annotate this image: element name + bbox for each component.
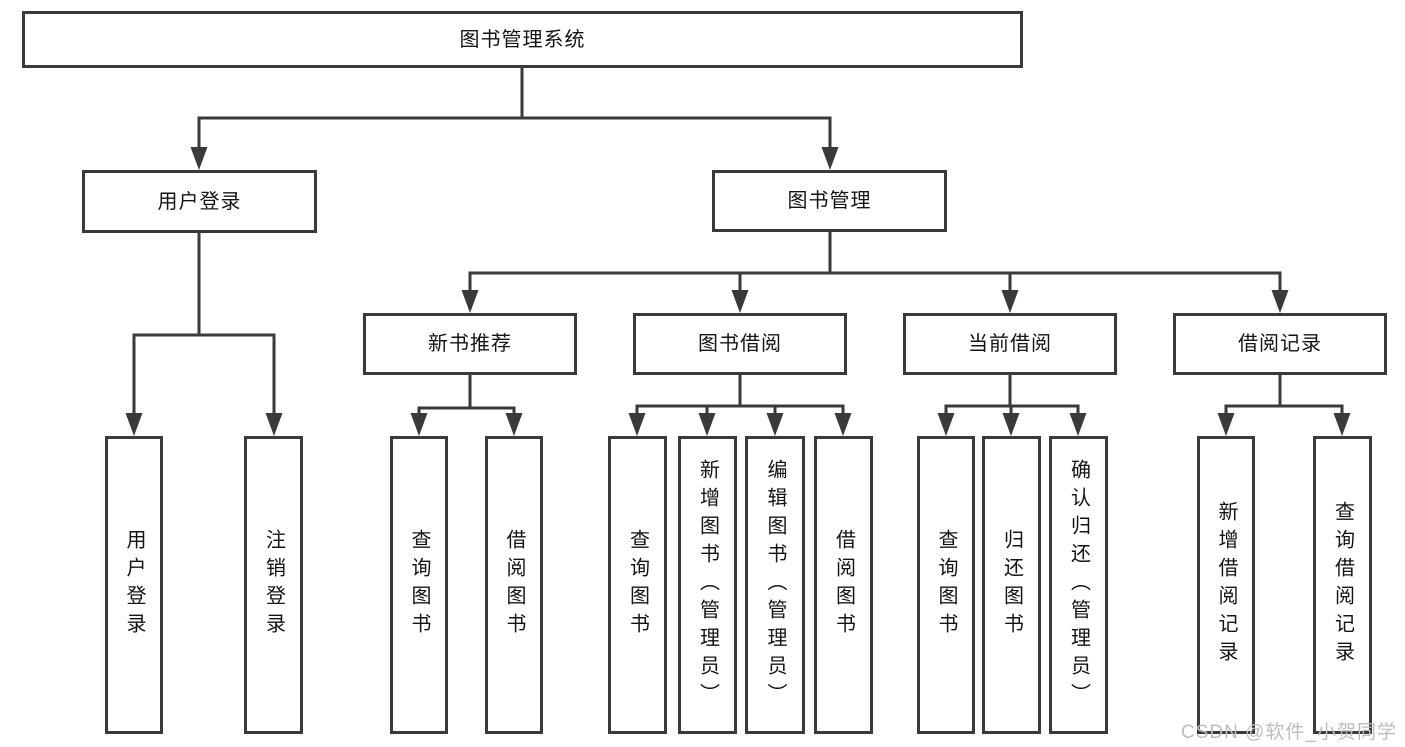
node-new-book-recommend-label: 新书推荐	[428, 333, 512, 355]
node-book-borrowing-label: 图书借阅	[698, 333, 782, 355]
node-book-borrowing: 图书借阅	[633, 313, 847, 375]
leaf-user-login: 用户登录	[105, 436, 163, 734]
leaf-query-books-recommend: 查询图书	[390, 436, 448, 734]
leaf-query-books-current: 查询图书	[917, 436, 975, 734]
leaf-query-books-borrowing: 查询图书	[608, 436, 667, 734]
leaf-confirm-return-admin-label: 确认归还（管理员）	[1067, 459, 1090, 711]
node-book-management: 图书管理	[712, 170, 947, 232]
leaf-borrow-books-borrowing-label: 借阅图书	[832, 529, 855, 641]
leaf-borrow-books-borrowing: 借阅图书	[814, 436, 873, 734]
node-borrowing-records-label: 借阅记录	[1238, 333, 1322, 355]
node-user-login-label: 用户登录	[157, 190, 242, 213]
leaf-add-borrow-record-label: 新增借阅记录	[1215, 501, 1237, 669]
leaf-user-login-label: 用户登录	[123, 529, 145, 641]
leaf-query-borrow-record: 查询借阅记录	[1313, 436, 1372, 734]
leaf-logout-label: 注销登录	[262, 529, 285, 641]
node-root-label: 图书管理系统	[459, 28, 586, 51]
leaf-query-books-borrowing-label: 查询图书	[626, 529, 649, 641]
leaf-edit-book-admin-label: 编辑图书（管理员）	[764, 459, 786, 711]
node-new-book-recommend: 新书推荐	[363, 313, 577, 375]
watermark: CSDN @软件_小贺同学	[1181, 722, 1397, 743]
leaf-confirm-return-admin: 确认归还（管理员）	[1049, 436, 1108, 734]
leaf-add-book-admin: 新增图书（管理员）	[678, 436, 737, 734]
arrow-heads	[125, 147, 1351, 436]
node-root: 图书管理系统	[22, 11, 1023, 68]
leaf-edit-book-admin: 编辑图书（管理员）	[745, 436, 805, 734]
leaf-return-book: 归还图书	[982, 436, 1041, 734]
node-book-management-label: 图书管理	[787, 190, 872, 212]
leaf-borrow-books-recommend-label: 借阅图书	[503, 529, 525, 641]
node-current-borrowing-label: 当前借阅	[968, 333, 1052, 355]
leaf-return-book-label: 归还图书	[1000, 529, 1023, 641]
leaf-query-borrow-record-label: 查询借阅记录	[1331, 501, 1354, 669]
leaf-borrow-books-recommend: 借阅图书	[485, 436, 543, 734]
node-current-borrowing: 当前借阅	[903, 313, 1117, 375]
node-borrowing-records: 借阅记录	[1173, 313, 1387, 375]
leaf-query-books-recommend-label: 查询图书	[408, 529, 430, 641]
node-user-login: 用户登录	[82, 170, 317, 233]
leaf-add-book-admin-label: 新增图书（管理员）	[696, 459, 719, 711]
leaf-query-books-current-label: 查询图书	[935, 529, 957, 641]
leaf-logout: 注销登录	[244, 436, 303, 734]
leaf-add-borrow-record: 新增借阅记录	[1197, 436, 1255, 734]
